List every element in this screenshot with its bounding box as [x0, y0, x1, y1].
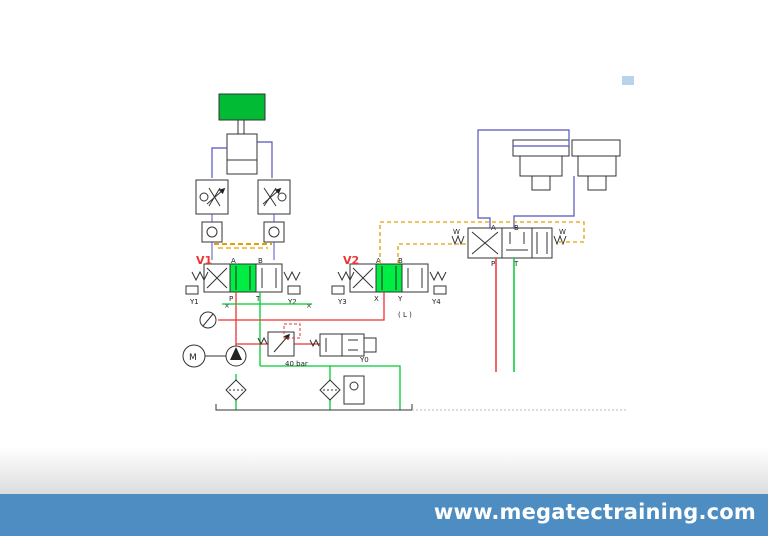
relief-pressure-label: 40 bar — [285, 360, 308, 368]
main-valve-port-b: B — [514, 224, 519, 232]
valve-v1-label: V1 — [196, 254, 212, 267]
pump — [225, 345, 247, 367]
main-valve-spring-right: W — [559, 228, 566, 236]
v1-port-b: B — [258, 257, 263, 265]
footer-url[interactable]: www.megatectraining.com — [433, 500, 756, 524]
v2-solenoid-y4: Y4 — [431, 298, 441, 306]
main-valve-port-a: A — [491, 224, 496, 232]
v2-solenoid-y3: Y3 — [337, 298, 347, 306]
valve-y0 — [309, 333, 377, 357]
v1-port-t: T — [255, 295, 261, 303]
v2-port-y: Y — [397, 295, 403, 303]
throttle-check-valve-left — [195, 179, 229, 215]
pilot-check-left — [201, 221, 223, 243]
main-valve-spring-left: W — [453, 228, 460, 236]
v1-port-a: A — [231, 257, 236, 265]
main-cylinder — [218, 93, 266, 175]
footer-bar: www.megatectraining.com — [0, 494, 768, 536]
v2-port-a: A — [376, 257, 381, 265]
v1-solenoid-y2: Y2 — [287, 298, 297, 306]
output-cylinders — [512, 139, 621, 191]
corner-marker — [622, 76, 634, 85]
throttle-check-valve-right — [257, 179, 291, 215]
valve-v1 — [185, 263, 301, 295]
valve-v2-label: V2 — [343, 254, 359, 267]
v1-solenoid-y1: Y1 — [189, 298, 199, 306]
v1-port-p: P — [229, 295, 233, 303]
main-valve-port-p: P — [491, 260, 495, 268]
relief-valve — [257, 331, 295, 357]
motor-label: M — [189, 353, 197, 363]
main-directional-valve — [451, 227, 567, 259]
pilot-lines — [379, 221, 585, 264]
cross-mark-1: × — [224, 302, 230, 310]
motor — [182, 344, 226, 368]
filter-left — [225, 379, 247, 401]
filter-right — [319, 375, 365, 405]
pressure-gauge — [199, 311, 217, 329]
tank-line — [215, 404, 413, 411]
main-valve-port-t: T — [513, 260, 519, 268]
valve-v2 — [331, 263, 447, 295]
v2-port-x: X — [374, 295, 379, 303]
v2-port-b: B — [398, 257, 403, 265]
cross-mark-2: × — [306, 302, 312, 310]
pilot-check-right — [263, 221, 285, 243]
cylinder-lines — [211, 141, 273, 178]
drain-label: ( L ) — [398, 311, 412, 319]
footer-fade — [0, 448, 768, 494]
y0-solenoid-label: Y0 — [359, 356, 369, 364]
